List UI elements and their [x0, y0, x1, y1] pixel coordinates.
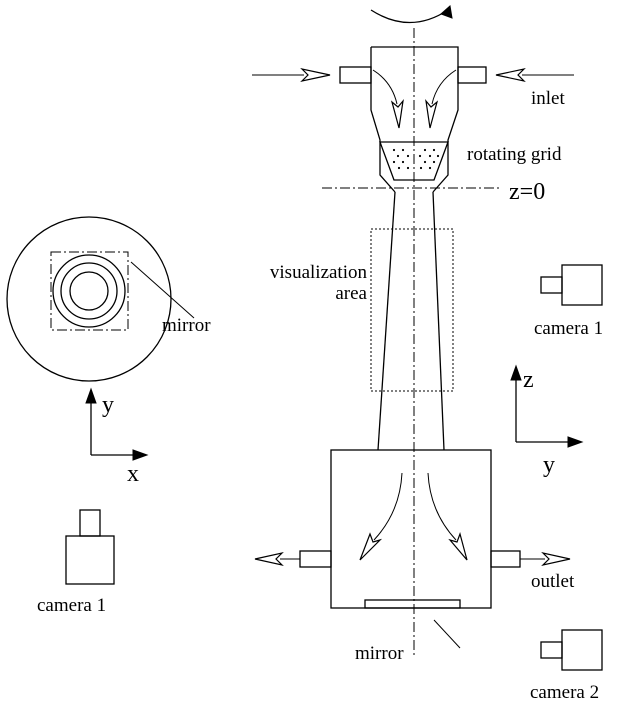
mirror-pointer-line [433, 619, 461, 649]
z0-label: z=0 [509, 179, 545, 205]
inlet-arrow-right [495, 67, 574, 83]
axis-z-label: z [523, 367, 534, 393]
outlet-pipe-left [299, 550, 332, 568]
inlet-chamber [370, 46, 459, 193]
axis-x-label: x [127, 461, 139, 487]
camera1-right-icon [540, 264, 603, 306]
outlet-arrow-right [520, 551, 571, 567]
axis-y-right-label: y [543, 452, 555, 478]
top-view [6, 216, 195, 382]
axes-right [510, 364, 584, 448]
camera2-icon [540, 629, 603, 671]
inlet-pipe-right [457, 66, 487, 84]
inlet-label: inlet [531, 88, 565, 109]
bottom-mirror [364, 599, 461, 609]
top-flow-arrow-left [372, 69, 404, 129]
area-label: area [335, 283, 367, 304]
outlet-pipe-right [490, 550, 521, 568]
axis-y-left-label: y [102, 392, 114, 418]
rotating-grid-label: rotating grid [467, 144, 562, 165]
visualization-label: visualization [270, 262, 368, 283]
inlet-arrow-left [252, 67, 331, 83]
camera1-left-icon [65, 509, 115, 585]
rotating-grid [379, 141, 449, 181]
mirror-left-label: mirror [162, 315, 211, 336]
rotation-arrow [370, 5, 453, 24]
outlet-label: outlet [531, 571, 575, 592]
outlet-tank [330, 449, 492, 609]
mirror-bottom-label: mirror [355, 643, 404, 664]
tube [377, 191, 445, 451]
camera1-right-label: camera 1 [534, 318, 603, 339]
outlet-arrow-left [254, 551, 300, 567]
tank-flow-arrow-left [359, 472, 403, 561]
visualization-area-box [370, 228, 454, 392]
axes-left [85, 387, 149, 461]
camera1-left-label: camera 1 [37, 595, 106, 616]
top-flow-arrow-right [425, 69, 457, 129]
tank-flow-arrow-right [427, 472, 468, 561]
inlet-pipe-left [339, 66, 372, 84]
camera2-label: camera 2 [530, 682, 599, 703]
